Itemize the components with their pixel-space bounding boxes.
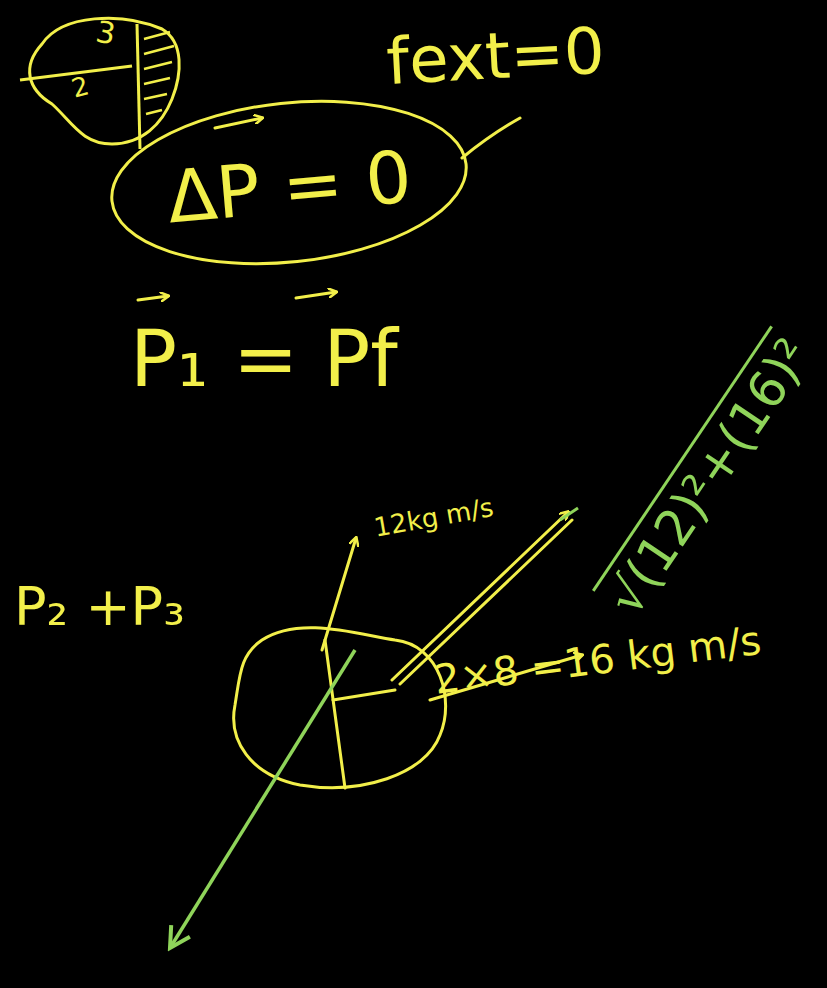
- resultant-formula: √(12)²+(16)²: [592, 325, 819, 623]
- momentum-equation: P₁ = Pf: [130, 320, 398, 398]
- momentum-sum: P₂ +P₃: [14, 580, 185, 634]
- fragment-blob: 32: [12, 4, 184, 152]
- node-text: ΔP = 0: [164, 140, 414, 233]
- node-text: 3: [94, 17, 118, 50]
- conservation-ellipse: ΔP = 0: [108, 100, 470, 265]
- momentum-value: 12kg m/s: [372, 494, 495, 541]
- node-text: 2: [69, 72, 92, 101]
- momentum-product: 2×8 =16 kg m/s: [432, 620, 763, 700]
- external-force-note: fext=0: [385, 19, 606, 94]
